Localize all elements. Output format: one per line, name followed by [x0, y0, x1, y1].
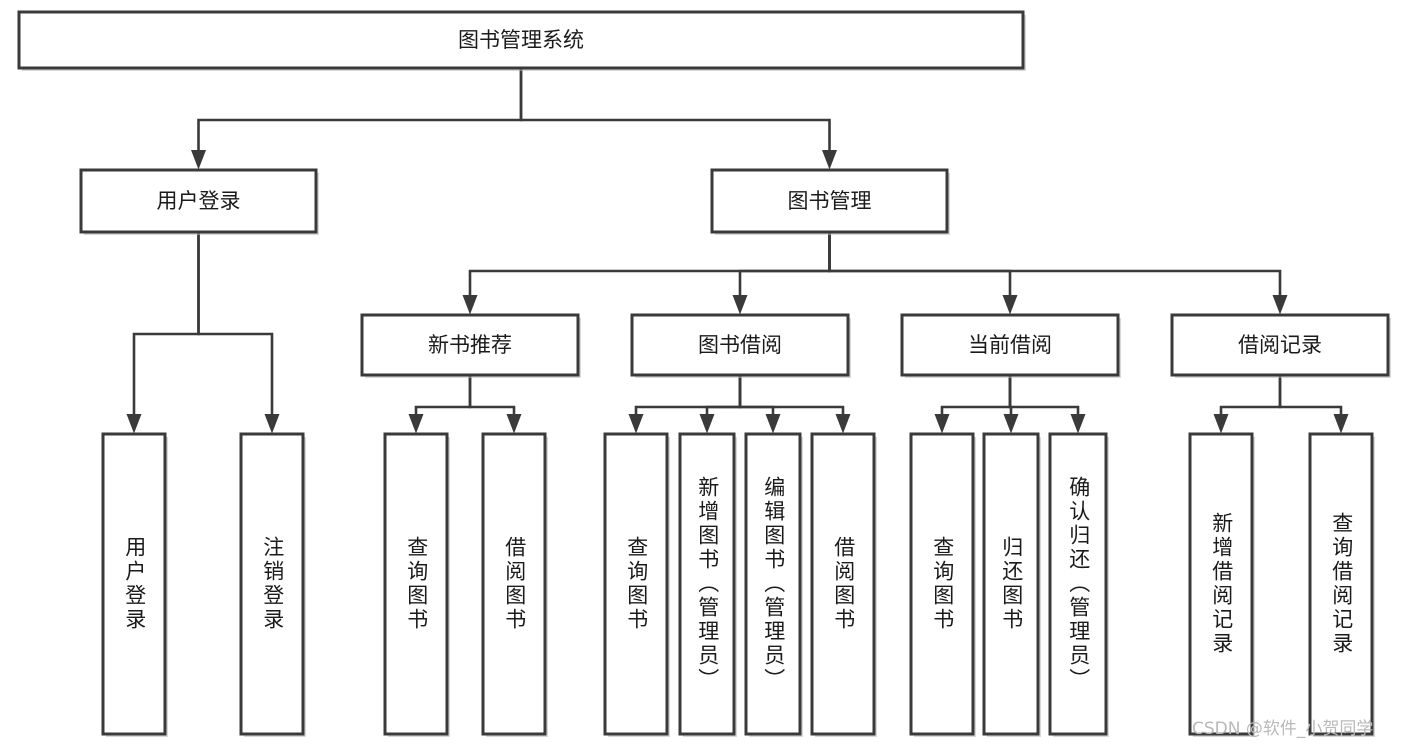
edge-n_user_login-to-l_logout: [197, 230, 280, 434]
node-box-l_query_book_2[interactable]: [603, 432, 669, 736]
csdn-watermark: CSDN @软件_小贺同学: [1192, 719, 1374, 739]
edge-n_new_rec-to-l_query_book_1: [408, 373, 472, 434]
node-box-n_records[interactable]: [1170, 313, 1390, 377]
node-box-root[interactable]: [17, 10, 1025, 70]
edge-n_user_login-to-l_login: [126, 230, 200, 434]
node-box-l_query_book_3[interactable]: [909, 432, 975, 736]
node-label-n_user_login: 用户登录: [157, 189, 241, 213]
node-label-n_current: 当前借阅: [968, 333, 1052, 357]
arrowhead-icon: [1213, 414, 1229, 434]
arrowhead-icon: [1272, 295, 1288, 315]
arrowhead-icon: [765, 414, 781, 434]
node-box-l_query_book_1[interactable]: [383, 432, 449, 736]
edge-n_book_mgmt-to-n_new_rec: [462, 230, 831, 315]
node-box-n_book_mgmt[interactable]: [710, 168, 949, 234]
arrowhead-icon: [1070, 414, 1086, 434]
arrowhead-icon: [732, 295, 748, 315]
node-label-root: 图书管理系统: [458, 28, 584, 52]
edge-n_borrow-to-l_query_book_2: [628, 373, 742, 434]
edge-n_book_mgmt-to-n_borrow: [732, 230, 831, 315]
arrowhead-icon: [934, 414, 950, 434]
node-box-l_login[interactable]: [101, 432, 167, 736]
node-label-n_borrow: 图书借阅: [698, 333, 782, 357]
edge-n_current-to-l_confirm_return: [1008, 373, 1086, 434]
arrowhead-icon: [264, 414, 280, 434]
node-box-l_add_book[interactable]: [678, 432, 736, 736]
node-box-n_user_login[interactable]: [79, 168, 318, 234]
edge-n_records-to-l_add_record: [1213, 373, 1282, 434]
node-box-l_borrow_book_1[interactable]: [481, 432, 547, 736]
edge-n_new_rec-to-l_borrow_book_1: [468, 373, 522, 434]
node-label-n_book_mgmt: 图书管理: [788, 189, 872, 213]
arrowhead-icon: [835, 414, 851, 434]
edge-root-to-n_book_mgmt: [519, 66, 837, 170]
node-box-l_confirm_return[interactable]: [1048, 432, 1108, 736]
node-box-l_query_record[interactable]: [1308, 432, 1374, 736]
edge-n_book_mgmt-to-n_records: [828, 230, 1288, 315]
node-label-n_new_rec: 新书推荐: [428, 333, 512, 357]
arrowhead-icon: [822, 150, 837, 170]
edge-n_borrow-to-l_borrow_book_2: [738, 373, 851, 434]
arrowhead-icon: [628, 414, 644, 434]
arrowhead-icon: [462, 295, 478, 315]
boxes-layer: [17, 10, 1391, 737]
node-box-n_current[interactable]: [900, 313, 1120, 377]
arrowhead-icon: [191, 150, 206, 170]
arrowhead-icon: [506, 414, 522, 434]
arrowhead-icon: [699, 414, 715, 434]
node-label-n_records: 借阅记录: [1238, 333, 1322, 357]
node-box-l_return_book[interactable]: [982, 432, 1040, 736]
node-box-n_borrow[interactable]: [630, 313, 850, 377]
node-box-n_new_rec[interactable]: [360, 313, 580, 377]
node-box-l_add_record[interactable]: [1188, 432, 1254, 736]
edge-n_borrow-to-l_edit_book: [738, 373, 781, 434]
arrowhead-icon: [408, 414, 424, 434]
edge-n_borrow-to-l_add_book: [699, 373, 742, 434]
edge-n_records-to-l_query_record: [1278, 373, 1349, 434]
node-box-l_logout[interactable]: [239, 432, 305, 736]
node-box-l_edit_book[interactable]: [744, 432, 802, 736]
node-box-l_borrow_book_2[interactable]: [810, 432, 876, 736]
edge-root-to-n_user_login: [191, 66, 523, 170]
edge-n_book_mgmt-to-n_current: [828, 230, 1018, 315]
edge-n_current-to-l_query_book_3: [934, 373, 1012, 434]
edges-layer: [126, 66, 1349, 434]
arrowhead-icon: [1002, 295, 1018, 315]
arrowhead-icon: [1333, 414, 1349, 434]
arrowhead-icon: [1003, 414, 1019, 434]
arrowhead-icon: [126, 414, 142, 434]
